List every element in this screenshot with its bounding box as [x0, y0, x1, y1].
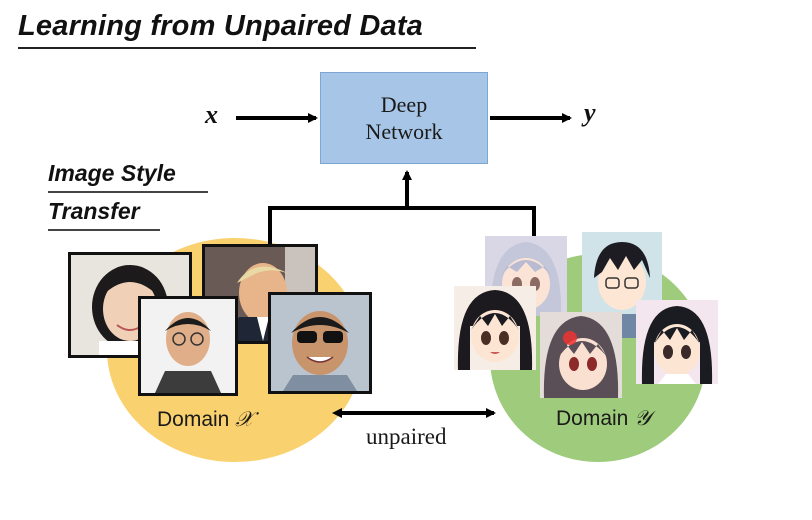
- domain-y-label: Domain 𝒴: [556, 406, 651, 431]
- deep-network-box: Deep Network: [320, 72, 488, 164]
- domain-x-word: Domain: [157, 408, 230, 431]
- photo-man-glasses: [138, 296, 238, 396]
- unpaired-label: unpaired: [366, 424, 447, 449]
- anime-black-hair-girl: [454, 286, 536, 370]
- domain-bracket: [268, 206, 536, 250]
- domain-x-symbol: 𝒳: [235, 407, 254, 431]
- photo-man-sunglasses: [268, 292, 372, 394]
- subtitle-line-1: Image Style: [48, 160, 176, 186]
- subtitle-underline-2: [48, 229, 160, 231]
- anime-red-eye: [540, 312, 622, 398]
- title-underline: [18, 47, 476, 49]
- input-variable: x: [205, 100, 218, 129]
- subtitle-line-2: Transfer: [48, 198, 140, 224]
- network-label-line-1: Deep: [380, 91, 428, 117]
- domain-y-symbol: 𝒴: [634, 406, 651, 430]
- slide-title: Learning from Unpaired Data: [18, 10, 424, 42]
- network-label-line-2: Network: [365, 119, 443, 144]
- output-variable: y: [584, 98, 596, 127]
- anime-twin-tails: [636, 300, 718, 384]
- subtitle-underline-1: [48, 191, 208, 193]
- domain-y-word: Domain: [556, 407, 629, 430]
- domain-x-label: Domain 𝒳: [157, 407, 253, 432]
